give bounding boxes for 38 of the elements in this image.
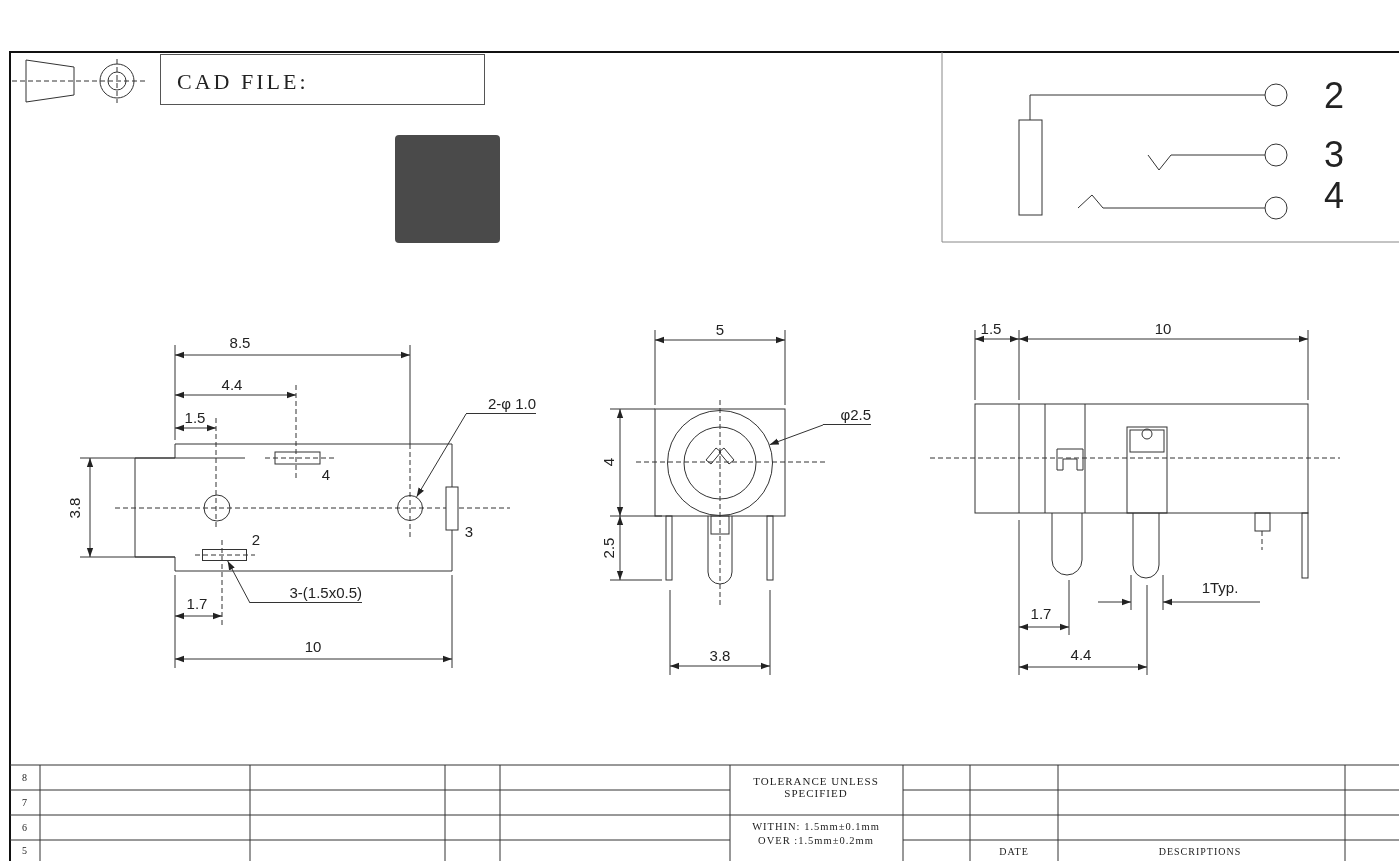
dimension-value: 10 — [1154, 320, 1172, 338]
pin-number: 2 — [251, 531, 261, 549]
table-text: WITHIN: 1.5mm±0.1mm — [752, 821, 880, 833]
dimension-value: 4 — [600, 457, 618, 467]
dimension-value: 3.8 — [709, 647, 731, 665]
row-number: 7 — [22, 796, 28, 808]
dimension-value: 4.4 — [1070, 646, 1092, 664]
dimension-value: 1Typ. — [1201, 579, 1239, 597]
dimension-value: 1.5 — [184, 409, 206, 427]
table-text: TOLERANCE UNLESS SPECIFIED — [752, 774, 880, 800]
pin-number: 2 — [1324, 76, 1344, 116]
row-number: 6 — [22, 821, 28, 833]
leader-line — [227, 560, 251, 604]
pin-number: 4 — [1324, 176, 1344, 216]
dimension-value: 4.4 — [221, 376, 243, 394]
text-field-box — [160, 54, 485, 105]
dimension-value: 1.7 — [186, 595, 208, 613]
dimension-value: 1.7 — [1030, 605, 1052, 623]
dimension-value: 5 — [715, 321, 725, 339]
table-text: DATE — [999, 845, 1029, 857]
leader-line — [769, 424, 824, 446]
row-number: 5 — [22, 844, 28, 856]
leader-line — [416, 413, 467, 498]
table-text: DESCRIPTIONS — [1158, 845, 1242, 857]
callout-text: 3-(1.5x0.5) — [289, 584, 362, 601]
callout-text: φ2.5 — [840, 406, 871, 423]
dimension-value: 10 — [304, 638, 322, 656]
pin-number: 3 — [1324, 135, 1344, 175]
dimension-value: 2.5 — [600, 537, 618, 559]
dimension-value: 3.8 — [66, 497, 84, 519]
callout-text: 2-φ 1.0 — [487, 395, 536, 412]
field-label: CAD FILE: — [177, 69, 309, 94]
pin-number: 3 — [464, 523, 474, 541]
row-number: 8 — [22, 771, 28, 783]
pin-number: 4 — [321, 466, 331, 484]
dimension-value: 1.5 — [980, 320, 1002, 338]
table-text: OVER :1.5mm±0.2mm — [758, 835, 874, 847]
dimension-value: 8.5 — [229, 334, 251, 352]
